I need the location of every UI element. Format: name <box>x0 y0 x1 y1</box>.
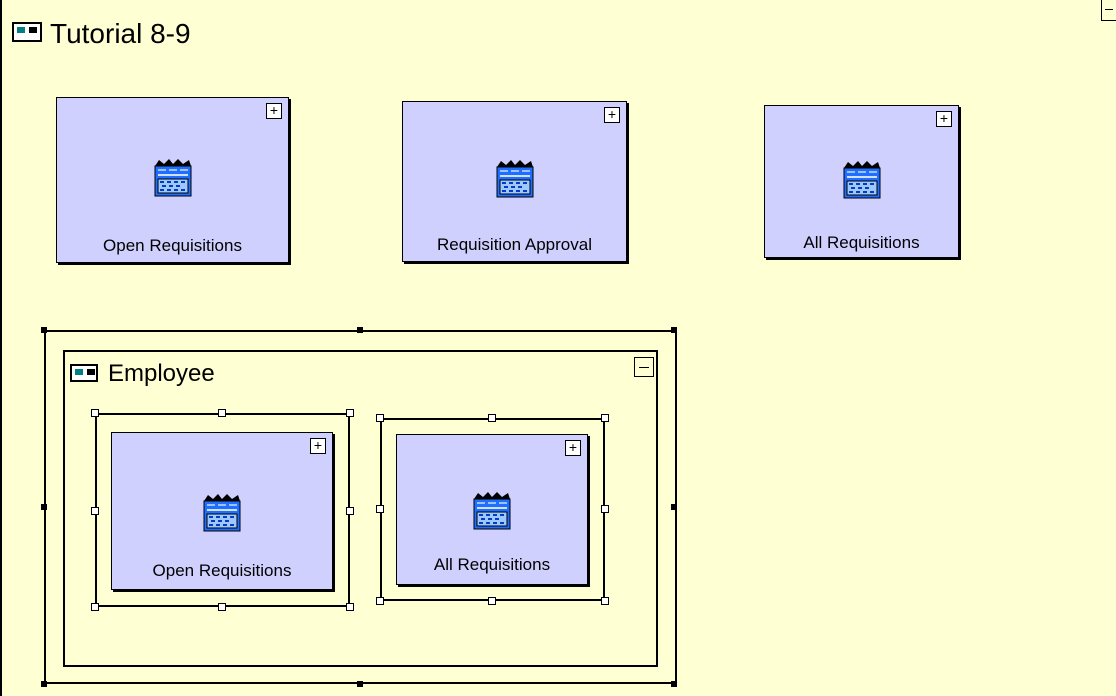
resize-handle[interactable] <box>671 327 677 333</box>
card-label: Open Requisitions <box>152 561 292 580</box>
resize-handle[interactable] <box>346 409 354 417</box>
resize-handle[interactable] <box>357 327 363 333</box>
card-requisition-approval[interactable]: + Requisition Approval <box>402 101 627 262</box>
card-label: All Requisitions <box>433 555 551 574</box>
resize-handle[interactable] <box>488 414 496 422</box>
canvas-title: Tutorial 8-9 <box>50 18 191 49</box>
resize-handle[interactable] <box>357 681 363 687</box>
resize-handle[interactable] <box>601 414 609 422</box>
collapse-canvas-button[interactable] <box>1101 0 1116 21</box>
card-label: Open Requisitions <box>103 236 242 255</box>
resize-handle[interactable] <box>376 597 384 605</box>
resize-handle[interactable] <box>376 505 384 513</box>
card-label: Requisition Approval <box>437 235 592 254</box>
expand-button[interactable]: + <box>936 111 952 127</box>
expand-button[interactable]: + <box>604 107 620 123</box>
resize-handle[interactable] <box>671 504 677 510</box>
resize-handle[interactable] <box>601 505 609 513</box>
database-icon <box>153 156 193 198</box>
resize-handle[interactable] <box>91 409 99 417</box>
card-all-requisitions[interactable]: + All Requisitions <box>396 434 588 585</box>
resize-handle[interactable] <box>41 681 47 687</box>
resize-handle[interactable] <box>41 327 47 333</box>
database-icon <box>842 158 882 200</box>
resize-handle[interactable] <box>488 597 496 605</box>
expand-button[interactable]: + <box>266 103 282 119</box>
database-icon <box>202 491 242 533</box>
card-all-requisitions[interactable]: + All Requisitions <box>764 105 959 258</box>
group-title: Employee <box>108 360 215 387</box>
resize-handle[interactable] <box>346 603 354 611</box>
resize-handle[interactable] <box>376 414 384 422</box>
card-open-requisitions[interactable]: + Open Requisitions <box>111 432 333 590</box>
resize-handle[interactable] <box>671 681 677 687</box>
expand-button[interactable]: + <box>310 438 326 454</box>
canvas-left-border <box>0 0 2 696</box>
resize-handle[interactable] <box>218 409 226 417</box>
resize-handle[interactable] <box>346 507 354 515</box>
database-icon <box>495 157 535 199</box>
resize-handle[interactable] <box>91 507 99 515</box>
card-label: All Requisitions <box>803 233 920 252</box>
resize-handle[interactable] <box>601 597 609 605</box>
resize-handle[interactable] <box>41 504 47 510</box>
window-icon <box>70 364 98 382</box>
card-open-requisitions[interactable]: + Open Requisitions <box>56 97 289 263</box>
collapse-button[interactable] <box>634 357 654 377</box>
expand-button[interactable]: + <box>565 440 581 456</box>
resize-handle[interactable] <box>91 603 99 611</box>
database-icon <box>472 489 512 531</box>
window-icon <box>12 22 42 42</box>
resize-handle[interactable] <box>218 603 226 611</box>
